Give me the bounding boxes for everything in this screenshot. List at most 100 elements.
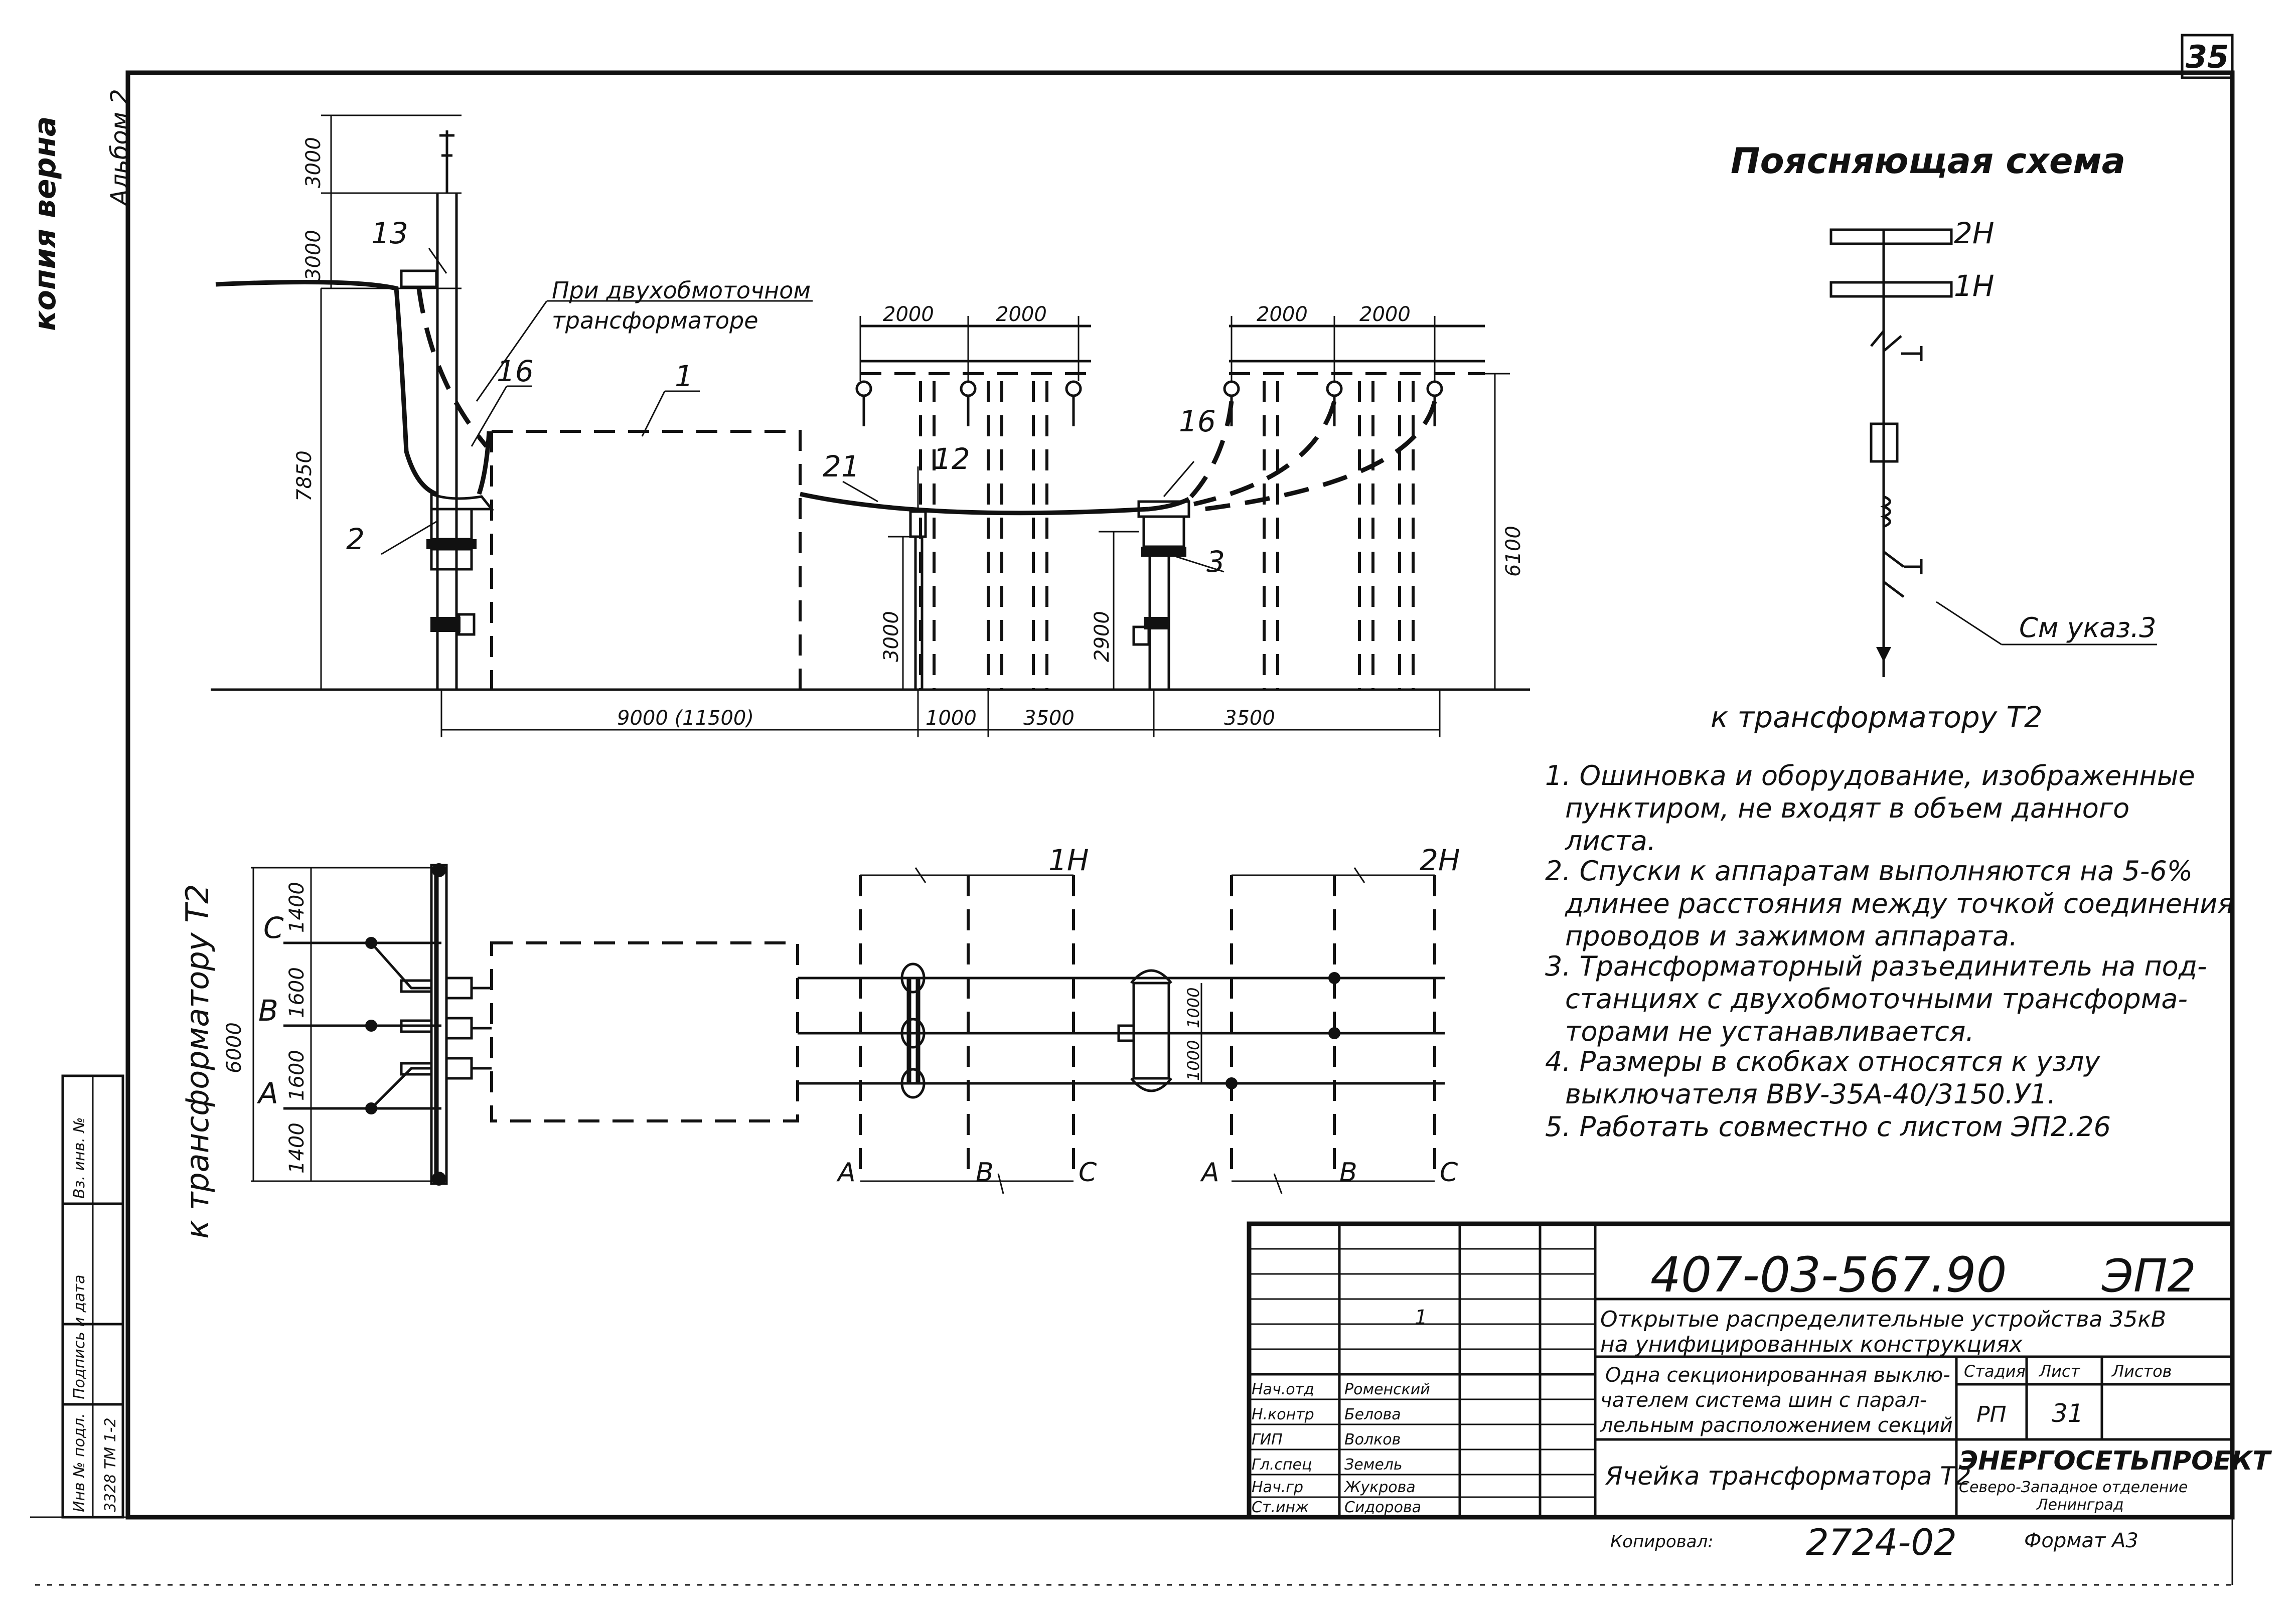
- dim-1000: 1000: [926, 707, 977, 730]
- note-4-line2: выключателя ВВУ-35А-40/3150.У1.: [1565, 1078, 2056, 1110]
- label-16b: 16: [1179, 404, 1216, 438]
- dim-7850: 7850: [293, 450, 316, 502]
- dim-6000: 6000: [223, 1022, 246, 1073]
- note-1-line1: 1. Ошиновка и оборудование, изображенные: [1545, 760, 2195, 791]
- scheme-see-note: См указ.3: [2019, 612, 2157, 643]
- two-winding-note-1: При двухобмоточном: [552, 277, 811, 304]
- dim-1600b: 1600: [285, 1050, 309, 1101]
- scheme-bus-1h: 1Н: [1954, 269, 1995, 303]
- row1-c: С: [1079, 1158, 1097, 1188]
- row1-b: В: [976, 1158, 994, 1188]
- label-13: 13: [371, 216, 408, 250]
- album-label: Альбом 2: [106, 89, 134, 207]
- role-6: Ст.инж: [1252, 1499, 1309, 1516]
- scheme-bus-2h: 2Н: [1954, 216, 1995, 250]
- inventory-number: 2724-02: [1806, 1521, 1957, 1563]
- stage-label: Стадия: [1964, 1362, 2026, 1381]
- dim-2000c: 2000: [1257, 303, 1308, 326]
- org-name: ЭНЕРГОСЕТЬПРОЕКТ: [1959, 1446, 2272, 1476]
- scheme-title: Поясняющая схема: [1731, 140, 2125, 182]
- role-4: Гл.спец: [1252, 1456, 1312, 1474]
- dim-2000d: 2000: [1359, 303, 1411, 326]
- label-21: 21: [823, 449, 860, 483]
- row1-a: А: [836, 1158, 856, 1188]
- sheet-number: 31: [2052, 1399, 2084, 1428]
- org-city: Ленинград: [2036, 1496, 2124, 1514]
- inv-original-label: Инв № подл.: [71, 1413, 88, 1512]
- elevation-view: [211, 114, 1530, 737]
- sign-date-label: Подпись и дата: [71, 1275, 88, 1400]
- row2-c: С: [1440, 1158, 1458, 1188]
- side-columns: [61, 1074, 124, 1519]
- note-2-line1: 2. Спуски к аппаратам выполняются на 5-6…: [1545, 855, 2193, 887]
- role-3: ГИП: [1252, 1431, 1283, 1448]
- copied-by: Копировал:: [1610, 1532, 1714, 1552]
- desc-line-2: чателем система шин с парал-: [1600, 1389, 1927, 1412]
- dim-2900: 2900: [1091, 611, 1114, 662]
- scheme-to-transformer: к трансформатору Т2: [1711, 700, 2043, 734]
- dim-2000a: 2000: [883, 303, 934, 326]
- name-2: Белова: [1344, 1406, 1401, 1423]
- note-4-line1: 4. Размеры в скобках относятся к узлу: [1545, 1046, 2100, 1077]
- phase-b: В: [258, 994, 278, 1028]
- notes-block: 1. Ошиновка и оборудование, изображенные…: [1545, 760, 2234, 1143]
- label-3: 3: [1206, 545, 1225, 579]
- label-16a: 16: [497, 354, 534, 388]
- name-3: Волков: [1344, 1431, 1401, 1448]
- note-3-line1: 3. Трансформаторный разъединитель на под…: [1545, 950, 2207, 982]
- stage-value: РП: [1976, 1402, 2007, 1427]
- dim-1400a: 1400: [285, 882, 309, 933]
- org-branch: Северо-Западное отделение: [1959, 1479, 2188, 1496]
- one-mark: 1: [1415, 1306, 1427, 1329]
- dim-1000a: 1000: [1184, 988, 1203, 1028]
- name-4: Земель: [1344, 1456, 1403, 1474]
- desc-line-1: Одна секционированная выклю-: [1605, 1364, 1950, 1387]
- inv-value: 3328 TM 1-2: [102, 1417, 119, 1512]
- row2-b: В: [1339, 1158, 1357, 1188]
- plan-side-label: к трансформатору Т2: [179, 884, 216, 1239]
- dim-1600a: 1600: [285, 967, 309, 1018]
- row2-a: А: [1200, 1158, 1219, 1188]
- page-number: 35: [2186, 39, 2229, 75]
- dim-6100: 6100: [1502, 526, 1525, 577]
- role-1: Нач.отд: [1252, 1381, 1314, 1398]
- role-5: Нач.гр: [1252, 1479, 1303, 1496]
- dim-3000: 3000: [880, 611, 903, 662]
- role-2: Н.контр: [1252, 1406, 1314, 1423]
- note-2-line3: проводов и зажимом аппарата.: [1565, 920, 2018, 952]
- project-line-2: на унифицированных конструкциях: [1600, 1332, 2023, 1357]
- format-label: Формат А3: [2024, 1529, 2138, 1552]
- copy-stamp: копия верна: [28, 116, 63, 331]
- dim-9000: 9000 (11500): [617, 707, 754, 730]
- name-5: Жукрова: [1343, 1479, 1416, 1496]
- dim-1000b: 1000: [1184, 1040, 1203, 1081]
- label-12: 12: [933, 442, 970, 476]
- plan-view: [251, 863, 1445, 1194]
- dim-3500b: 3500: [1224, 707, 1275, 730]
- name-1: Роменский: [1344, 1381, 1430, 1398]
- name-6: Сидорова: [1344, 1499, 1421, 1516]
- dim-top-3000a: 3000: [302, 137, 325, 188]
- note-1-line2: пунктиром, не входят в объем данного: [1565, 792, 2129, 824]
- phase-c: С: [263, 911, 284, 945]
- sheets-label: Листов: [2111, 1362, 2172, 1381]
- desc-line-3: лельным расположением секций: [1600, 1414, 1953, 1437]
- title-block: [1247, 1221, 2235, 1520]
- bus-2h-label: 2Н: [1420, 843, 1460, 877]
- sheet-code: ЭП2: [2101, 1250, 2196, 1303]
- dim-2000b: 2000: [996, 303, 1047, 326]
- note-3-line2: станциях с двухобмоточными трансформа-: [1565, 983, 2188, 1015]
- dim-top-3000b: 3000: [302, 230, 325, 281]
- single-line-scheme: [1829, 228, 2157, 677]
- sheet-label: Лист: [2039, 1362, 2080, 1381]
- label-1: 1: [675, 359, 693, 393]
- dim-3500a: 3500: [1023, 707, 1075, 730]
- note-3-line3: торами не устанавливается.: [1565, 1016, 1974, 1047]
- two-winding-note-2: трансформаторе: [552, 307, 758, 334]
- phase-a: А: [256, 1076, 278, 1110]
- project-line-1: Открытые распределительные устройства 35…: [1600, 1307, 2166, 1332]
- note-1-line3: листа.: [1565, 825, 1656, 857]
- dim-1400b: 1400: [285, 1122, 309, 1174]
